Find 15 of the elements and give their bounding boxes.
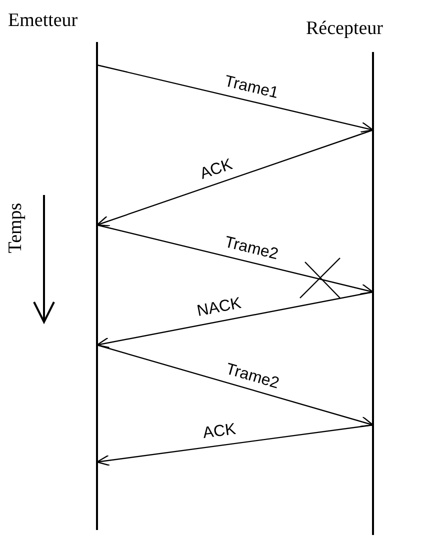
edge-label: ACK xyxy=(202,421,237,444)
edge-label: Trame2 xyxy=(223,234,280,264)
message-arrow xyxy=(96,291,374,348)
participant-label: Emetteur xyxy=(8,10,78,32)
message-arrow xyxy=(96,129,374,226)
message-arrow xyxy=(96,224,374,295)
edge-label: Trame2 xyxy=(223,360,281,393)
edge-label: NACK xyxy=(195,295,242,322)
message-arrow xyxy=(96,344,374,428)
message-arrow xyxy=(96,64,374,133)
edge-label: Trame1 xyxy=(222,73,280,104)
message-arrow xyxy=(96,424,374,466)
edge-label: ACK xyxy=(198,156,236,184)
axis-label: Temps xyxy=(5,202,28,254)
participant-label: Récepteur xyxy=(306,18,384,40)
